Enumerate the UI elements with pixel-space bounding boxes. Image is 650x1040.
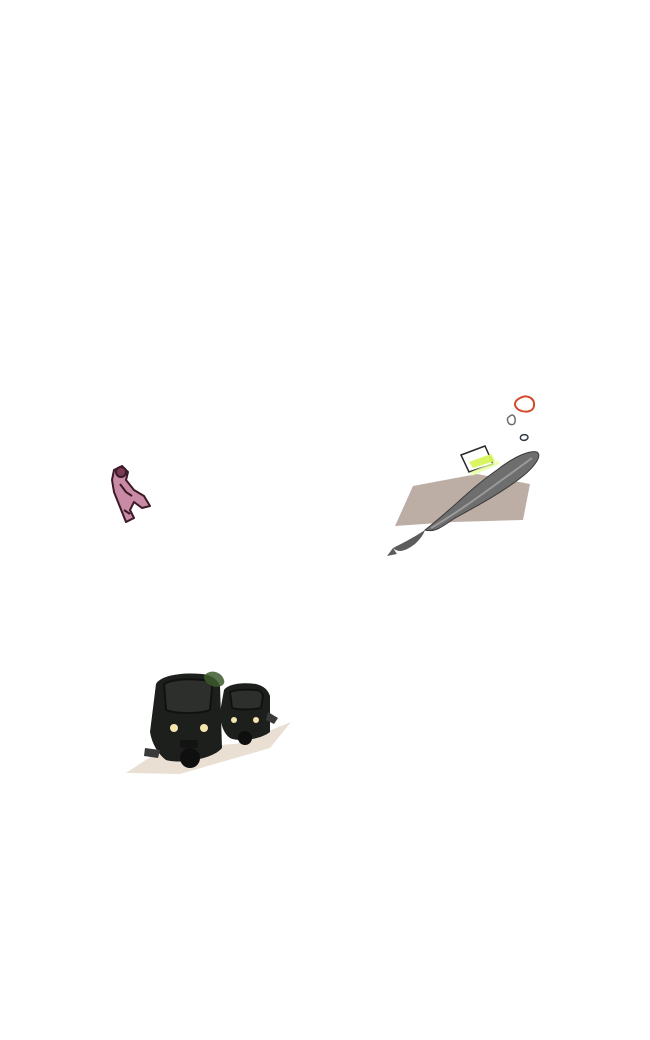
whale-icon bbox=[387, 395, 540, 556]
sitting-person-icon bbox=[111, 465, 151, 523]
auto-rickshaw-icon bbox=[126, 671, 291, 774]
